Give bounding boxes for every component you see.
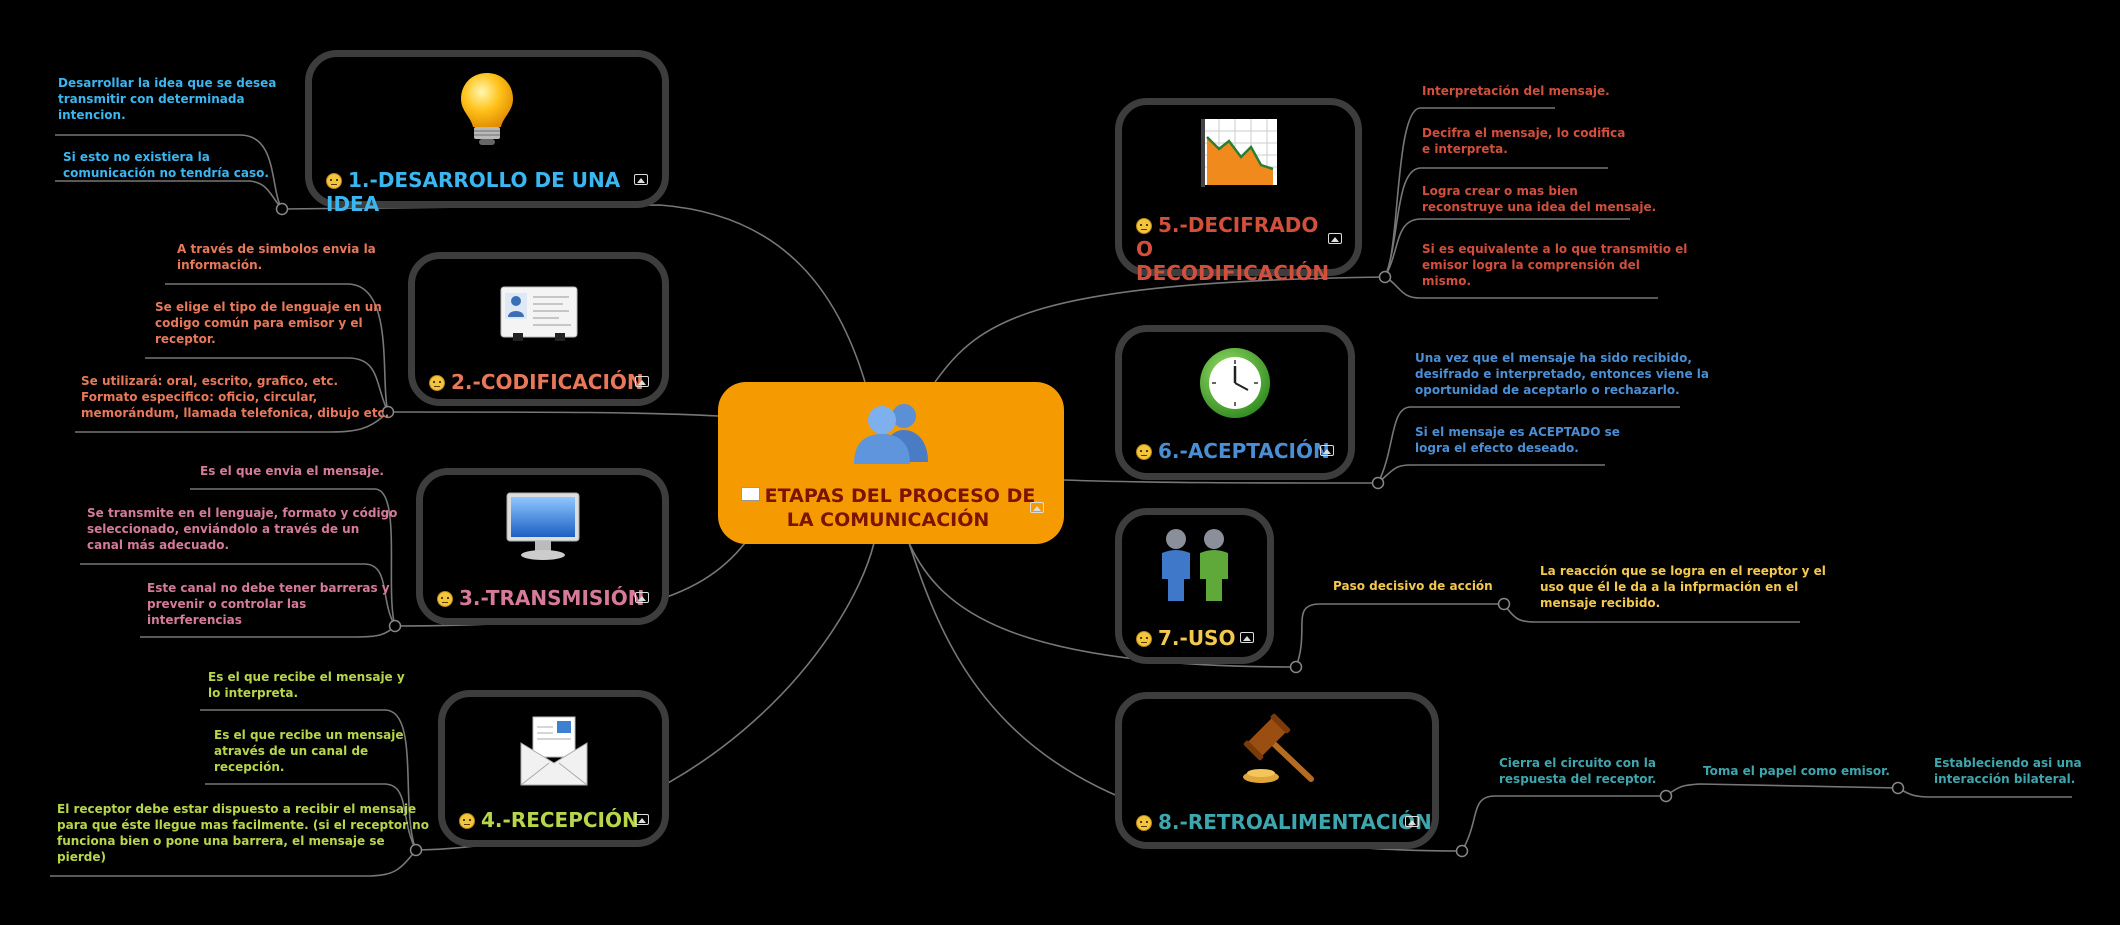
image-icon[interactable] [1405, 816, 1419, 827]
topic-title: 1.-DESARROLLO DE UNA IDEA [326, 168, 621, 216]
topic-codificacion[interactable]: 2.-CODIFICACIÓN [408, 252, 669, 406]
emoji-icon [459, 813, 475, 829]
users-icon [1161, 529, 1228, 601]
leaf-text[interactable]: Se transmite en el lenguaje, formato y c… [87, 506, 398, 552]
emoji-icon [1136, 444, 1152, 460]
emoji-icon [1136, 218, 1152, 234]
topic-uso[interactable]: 7.-USO [1115, 508, 1274, 664]
leaf-text[interactable]: Es el que envia el mensaje. [200, 464, 384, 478]
image-icon[interactable] [1328, 233, 1342, 244]
leaf-text[interactable]: Si el mensaje es ACEPTADO se logra el ef… [1415, 425, 1620, 455]
image-icon[interactable] [635, 376, 649, 387]
leaf-text[interactable]: Estableciendo asi una interacción bilate… [1934, 756, 2082, 786]
leaf-text[interactable]: Logra crear o mas bien reconstruye una i… [1422, 184, 1657, 214]
monitor-icon [506, 492, 579, 560]
leaf-text[interactable]: Interpretación del mensaje. [1422, 84, 1610, 98]
leaf-text[interactable]: A través de simbolos envia la informació… [177, 242, 376, 272]
leaf-text[interactable]: Se utilizará: oral, escrito, grafico, et… [81, 374, 390, 420]
topic-title: 3.-TRANSMISIÓN [437, 586, 644, 610]
gavel-icon [1243, 713, 1314, 783]
topic-retroalimentacion[interactable]: 8.-RETROALIMENTACIÓN [1115, 692, 1439, 849]
leaf-text[interactable]: El receptor debe estar dispuesto a recib… [57, 802, 429, 864]
topic-recepcion[interactable]: 4.-RECEPCIÓN [438, 690, 669, 847]
topic-title: 4.-RECEPCIÓN [459, 808, 639, 832]
envelope-letter-icon [520, 716, 587, 786]
image-icon[interactable] [634, 174, 648, 185]
topic-title: 8.-RETROALIMENTACIÓN [1136, 810, 1432, 834]
leaf-text[interactable]: Cierra el circuito con la respuesta del … [1499, 756, 1657, 786]
topic-title: 5.-DECIFRADO O DECODIFICACIÓN [1136, 213, 1330, 285]
topic-aceptacion[interactable]: 6.-ACEPTACIÓN [1115, 325, 1355, 480]
emoji-icon [1136, 631, 1152, 647]
leaf-text[interactable]: Si esto no existiera la comunicación no … [63, 150, 269, 180]
topic-title: 7.-USO [1136, 626, 1235, 650]
image-icon[interactable] [1030, 502, 1044, 513]
leaf-text[interactable]: Si es equivalente a lo que transmitio el… [1422, 242, 1688, 288]
emoji-icon [1136, 815, 1152, 831]
leaf-text[interactable]: Es el que recibe el mensaje y lo interpr… [208, 670, 405, 700]
people-icon [854, 404, 928, 464]
clock-icon [1200, 348, 1270, 418]
leaf-text[interactable]: Paso decisivo de acción [1333, 579, 1493, 593]
topic-title: 6.-ACEPTACIÓN [1136, 439, 1330, 463]
emoji-icon [326, 173, 342, 189]
leaf-text[interactable]: Es el que recibe un mensaje através de u… [214, 728, 404, 774]
central-title: ETAPAS DEL PROCESO DE LA COMUNICACIÓN [728, 484, 1048, 532]
image-icon[interactable] [1320, 445, 1334, 456]
image-icon[interactable] [635, 814, 649, 825]
image-icon[interactable] [635, 592, 649, 603]
chart-icon [1200, 119, 1277, 187]
leaf-text[interactable]: Se elige el tipo de lenguaje en un codig… [155, 300, 382, 346]
topic-desarrollo[interactable]: 1.-DESARROLLO DE UNA IDEA [305, 50, 669, 216]
image-icon[interactable] [1240, 632, 1254, 643]
emoji-icon [429, 375, 445, 391]
leaf-text[interactable]: Este canal no debe tener barreras y prev… [147, 581, 390, 627]
leaf-text[interactable]: La reacción que se logra en el reeptor y… [1540, 564, 1826, 610]
leaf-text[interactable]: Una vez que el mensaje ha sido recibido,… [1415, 351, 1709, 397]
envelope-icon [740, 487, 760, 501]
topic-decifrado[interactable]: 5.-DECIFRADO O DECODIFICACIÓN [1115, 98, 1362, 285]
leaf-text[interactable]: Decifra el mensaje, lo codifica e interp… [1422, 126, 1626, 156]
topic-title: 2.-CODIFICACIÓN [429, 370, 644, 394]
leaf-text[interactable]: Toma el papel como emisor. [1703, 764, 1890, 778]
contact-card-icon [500, 286, 577, 341]
emoji-icon [437, 591, 453, 607]
leaf-text[interactable]: Desarrollar la idea que se desea transmi… [58, 76, 277, 122]
central-topic[interactable]: ETAPAS DEL PROCESO DE LA COMUNICACIÓN [718, 382, 1064, 544]
topic-transmision[interactable]: 3.-TRANSMISIÓN [416, 468, 669, 625]
lightbulb-icon [461, 73, 513, 145]
